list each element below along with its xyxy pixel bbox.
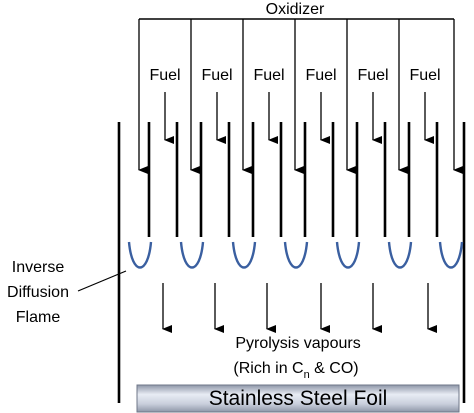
burner-6: Fuel <box>387 67 441 269</box>
burner-4: Fuel <box>283 67 337 269</box>
flame-label-line-2: Diffusion <box>7 284 69 301</box>
flame-6 <box>387 241 413 269</box>
burner-1: Fuel <box>127 67 181 269</box>
vapour-sublabel-subscript: n <box>304 369 310 381</box>
flame-label-line-3: Flame <box>16 309 61 326</box>
flame-3 <box>231 241 257 269</box>
vapour-sublabel-suffix: & CO) <box>310 360 359 377</box>
flame-label: Inverse Diffusion Flame <box>7 259 69 326</box>
vapour-sublabel: (Rich in Cn & CO) <box>233 360 358 381</box>
foil-label: Stainless Steel Foil <box>209 387 388 410</box>
stainless-steel-foil <box>136 384 460 413</box>
burner-array: Fuel Fuel Fuel Fuel Fuel Fuel <box>127 67 464 269</box>
fuel-label-4: Fuel <box>305 67 336 84</box>
fuel-label-5: Fuel <box>357 67 388 84</box>
flame-2 <box>179 241 205 269</box>
burner-7-flame <box>438 241 464 269</box>
oxidizer-label: Oxidizer <box>266 1 325 18</box>
burner-5: Fuel <box>335 67 389 269</box>
flame-label-line-1: Inverse <box>12 259 65 276</box>
flame-7 <box>438 241 464 269</box>
fuel-label-3: Fuel <box>253 67 284 84</box>
fuel-label-6: Fuel <box>409 67 440 84</box>
oxidizer-manifold <box>138 18 463 174</box>
fuel-label-2: Fuel <box>201 67 232 84</box>
vapour-arrows <box>162 283 437 333</box>
flame-5 <box>335 241 361 269</box>
flame-leader-line <box>77 270 127 292</box>
vapour-label: Pyrolysis vapours <box>235 335 360 352</box>
flame-4 <box>283 241 309 269</box>
vapour-sublabel-prefix: (Rich in C <box>233 360 303 377</box>
flame-1 <box>127 241 153 269</box>
fuel-label-1: Fuel <box>149 67 180 84</box>
burner-2: Fuel <box>179 67 233 269</box>
burner-3: Fuel <box>231 67 285 269</box>
